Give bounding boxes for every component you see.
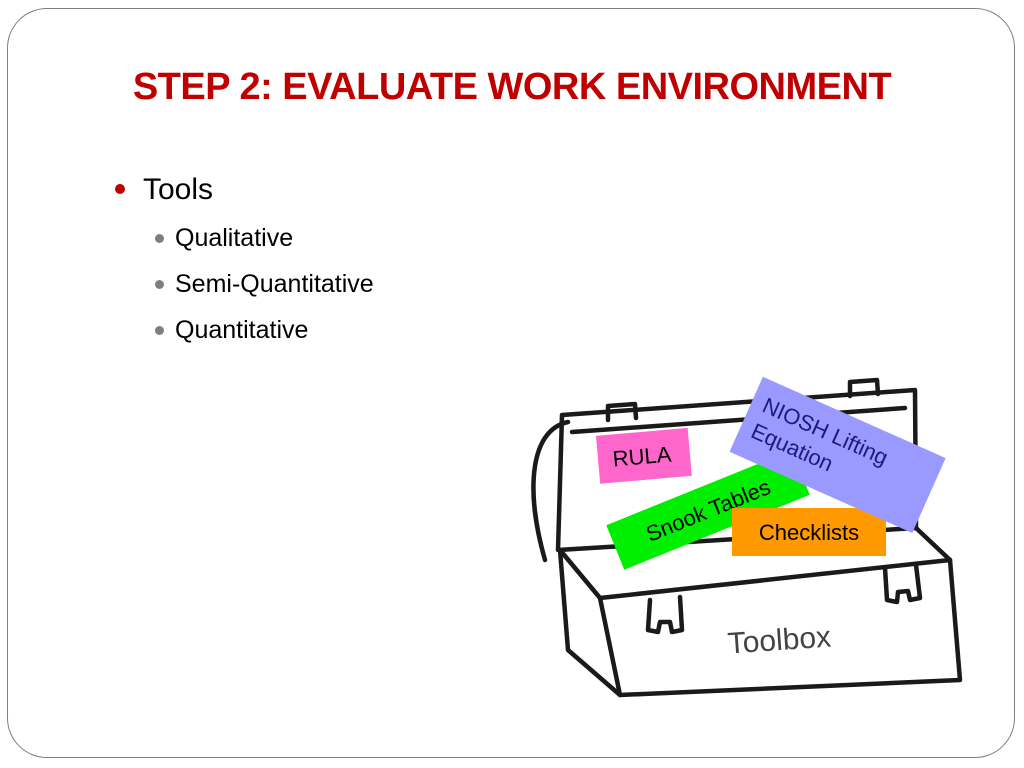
sub-bullet-quantitative: Quantitative: [155, 316, 308, 345]
tag-rula: RULA: [595, 427, 692, 484]
box-latch-right: [882, 562, 923, 605]
box-side: [557, 547, 623, 698]
bullet-dot: [155, 326, 164, 335]
bullet-text: Semi-Quantitative: [175, 270, 374, 298]
bullet-text: Quantitative: [175, 316, 309, 344]
lid-handle: [531, 419, 571, 563]
bullet-dot: [115, 184, 125, 194]
box-rim: [557, 525, 953, 601]
lid-latch-left: [605, 401, 639, 423]
tag-checklists-label: Checklists: [759, 520, 859, 545]
tag-niosh-card: [729, 376, 946, 534]
bullet-tools: Tools: [115, 173, 213, 207]
lid-latch-right: [847, 377, 881, 399]
tag-rula-label: RULA: [612, 441, 673, 471]
tag-rula-card: [595, 427, 692, 484]
box-latch-left: [645, 594, 685, 635]
slide-title: STEP 2: EVALUATE WORK ENVIRONMENT: [132, 66, 892, 108]
bullet-dot: [155, 280, 164, 289]
box-front: [597, 557, 963, 698]
toolbox-illustration: Toolbox RULA Snook Tables Checklists NIO…: [531, 376, 963, 698]
tag-checklists: Checklists: [732, 508, 886, 556]
slide-frame: [7, 8, 1015, 758]
tag-niosh: NIOSH Lifting Equation: [729, 376, 946, 534]
tag-checklists-card: [732, 508, 886, 556]
sub-bullet-semi-quantitative: Semi-Quantitative: [155, 270, 374, 299]
tag-snook-card: [606, 450, 810, 570]
bullet-dot: [155, 234, 164, 243]
bullet-text: Tools: [143, 173, 214, 206]
toolbox-label: Toolbox: [727, 620, 832, 660]
bullet-text: Qualitative: [175, 224, 294, 252]
sub-bullet-qualitative: Qualitative: [155, 224, 293, 253]
